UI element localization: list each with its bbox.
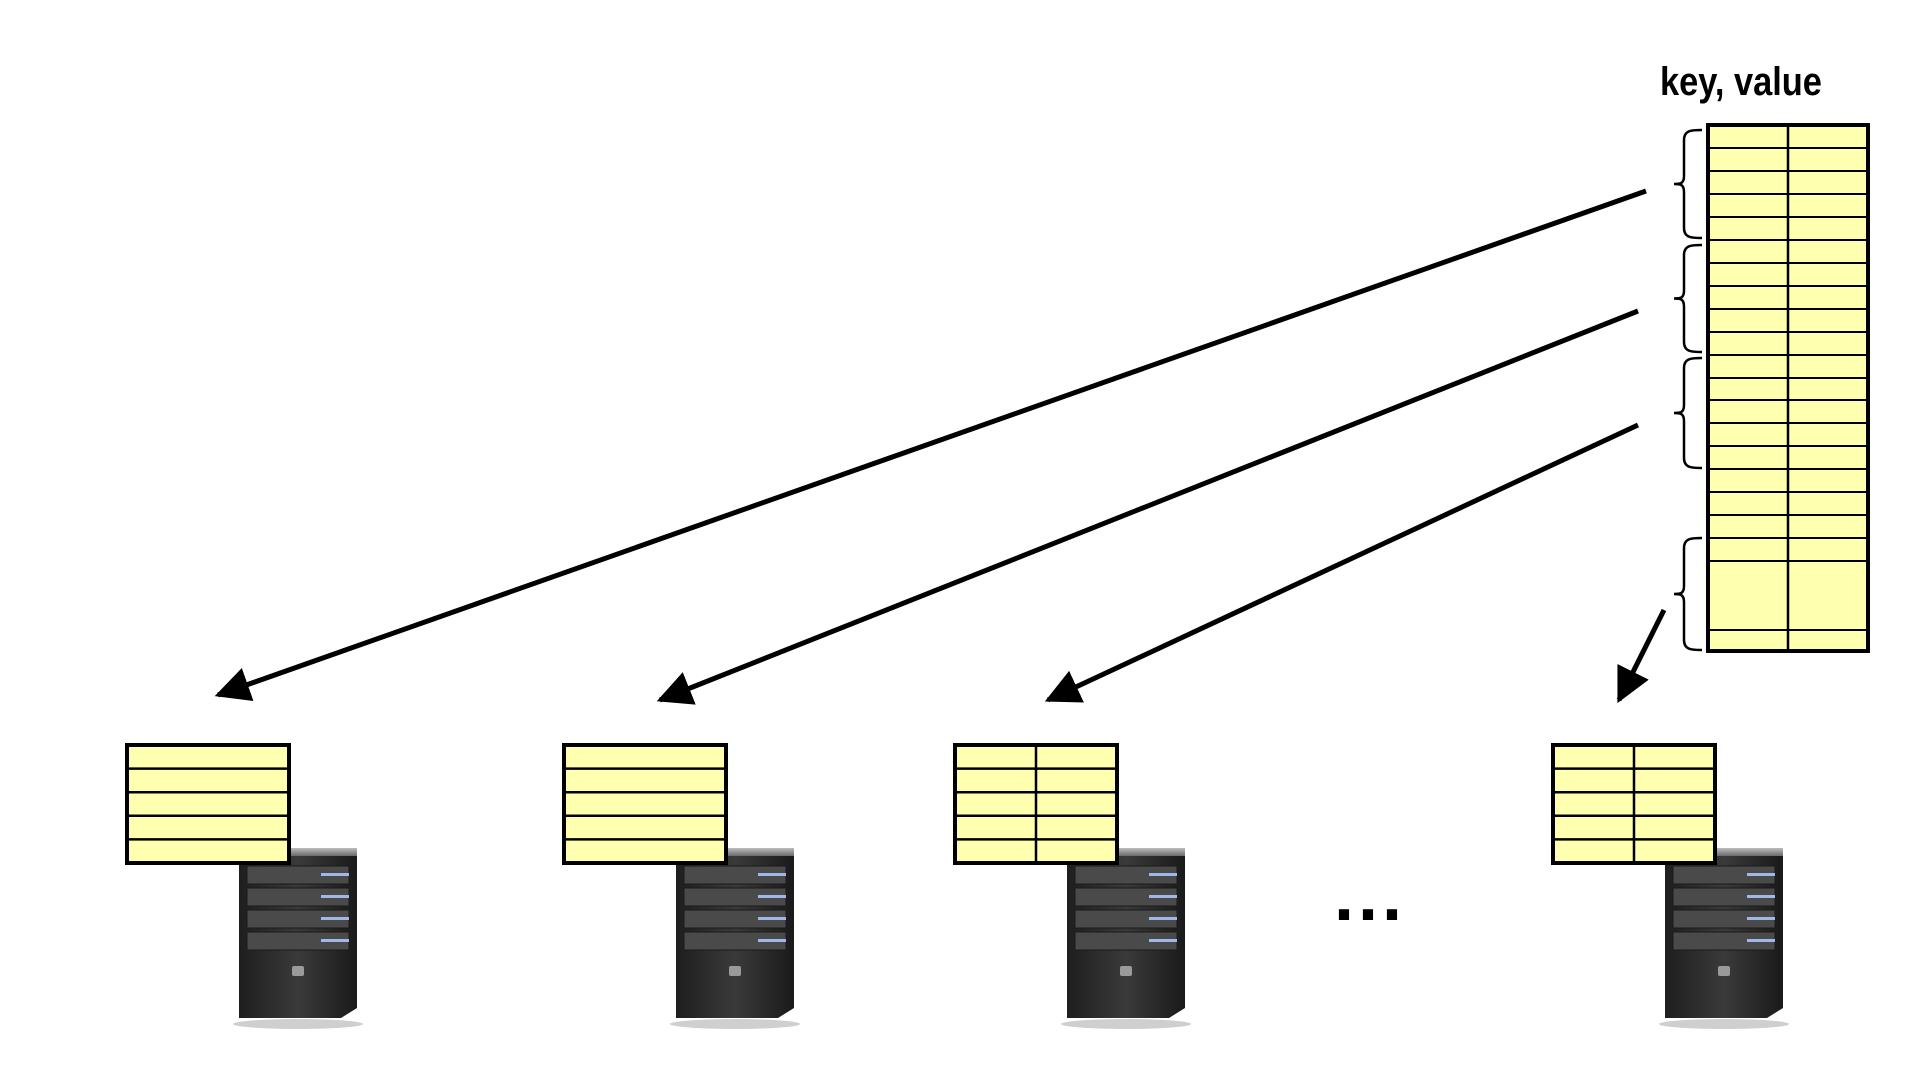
server-drive-light [758,895,786,898]
server-drive-light [1747,939,1775,942]
server-drive-light [758,873,786,876]
server-drive-light [1149,873,1177,876]
partition-arrows [214,188,1667,705]
source-key-value-table [1706,123,1870,653]
server-drive-light [1747,873,1775,876]
brace-2 [1673,243,1703,354]
server-drive-light [321,917,349,920]
arrow-2 [656,308,1639,705]
arrow-1 [214,188,1647,702]
server-logo-icon [1718,966,1730,976]
arrow-4 [1616,608,1667,704]
server-tower-top [1067,848,1185,856]
server-3 [953,743,1191,1029]
server-drive-light [1747,917,1775,920]
server-shadow [1659,1019,1789,1029]
server-logo-icon [1120,966,1132,976]
server-shadow [670,1019,800,1029]
more-servers-ellipsis: ... [1333,856,1406,936]
server-drive-light [321,873,349,876]
server-drive-light [1149,939,1177,942]
server-drive-light [321,895,349,898]
server-shadow [1061,1019,1191,1029]
server-drive-light [321,939,349,942]
brace-1 [1673,128,1703,240]
server-table-frame [125,743,291,865]
brace-4 [1673,536,1703,652]
server-drive-light [758,917,786,920]
server-4 [1551,743,1789,1029]
server-shadow [233,1019,363,1029]
server-logo-icon [729,966,741,976]
server-table-frame [562,743,728,865]
server-group [125,743,1789,1029]
server-2 [562,743,800,1029]
server-drive-light [1149,917,1177,920]
brace-3 [1673,356,1703,470]
server-logo-icon [292,966,304,976]
server-tower-top [1665,848,1783,856]
arrow-3 [1044,422,1640,703]
server-tower-top [676,848,794,856]
table-header-label: key, value [1660,60,1822,104]
server-1 [125,743,363,1029]
server-drive-light [1149,895,1177,898]
server-drive-light [758,939,786,942]
partition-braces [1673,128,1703,652]
server-drive-light [1747,895,1775,898]
server-tower-top [239,848,357,856]
